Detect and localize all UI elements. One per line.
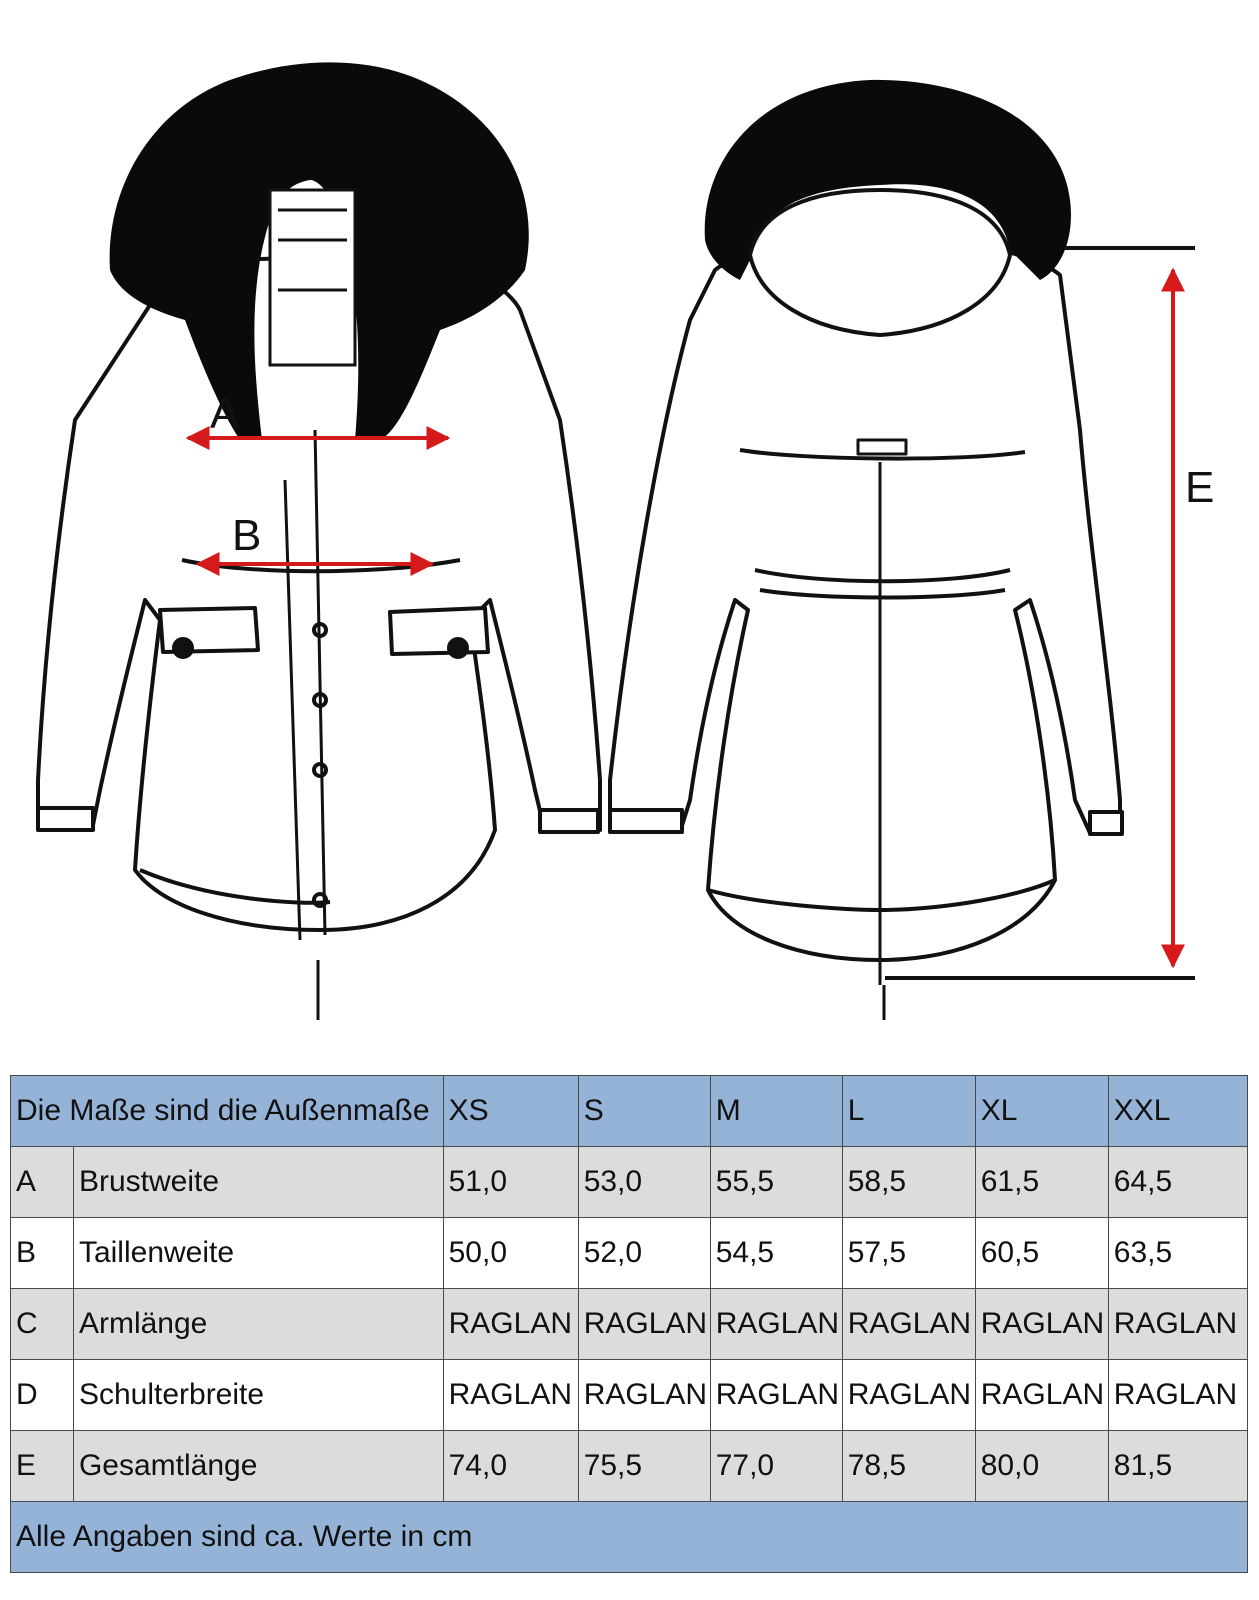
cell-value: 53,0 bbox=[577, 1146, 711, 1218]
cell-value: 55,5 bbox=[709, 1146, 843, 1218]
cell-value: 50,0 bbox=[442, 1217, 579, 1289]
jacket-size-diagram: A B E bbox=[36, 62, 1214, 1020]
cell-value: 74,0 bbox=[442, 1430, 579, 1502]
measure-a: A bbox=[185, 389, 451, 450]
cell-value: 58,5 bbox=[841, 1146, 976, 1218]
cell-value: 54,5 bbox=[709, 1217, 843, 1289]
table-header-title: Die Maße sind die Außenmaße bbox=[10, 1075, 444, 1147]
table-row: D Schulterbreite RAGLAN RAGLAN RAGLAN RA… bbox=[10, 1359, 1249, 1431]
cell-value: RAGLAN bbox=[442, 1288, 579, 1360]
row-code: E bbox=[10, 1430, 74, 1502]
inner-label-icon bbox=[268, 188, 357, 367]
row-name: Taillenweite bbox=[72, 1217, 444, 1289]
measure-e: E bbox=[885, 246, 1214, 980]
size-header: S bbox=[577, 1075, 711, 1147]
fur-collar-icon bbox=[109, 62, 529, 440]
row-name: Gesamtlänge bbox=[72, 1430, 444, 1502]
table-row: B Taillenweite 50,0 52,0 54,5 57,5 60,5 … bbox=[10, 1217, 1249, 1289]
cell-value: 63,5 bbox=[1107, 1217, 1249, 1289]
table-row: A Brustweite 51,0 53,0 55,5 58,5 61,5 64… bbox=[10, 1146, 1249, 1218]
cell-value: RAGLAN bbox=[974, 1359, 1109, 1431]
table-footer-row: Alle Angaben sind ca. Werte in cm bbox=[10, 1501, 1248, 1573]
cell-value: 57,5 bbox=[841, 1217, 976, 1289]
jacket-front-icon bbox=[36, 253, 602, 1020]
cell-value: RAGLAN bbox=[577, 1359, 711, 1431]
cell-value: RAGLAN bbox=[1107, 1288, 1249, 1360]
row-code: C bbox=[10, 1288, 74, 1360]
cell-value: RAGLAN bbox=[709, 1359, 843, 1431]
cell-value: 81,5 bbox=[1107, 1430, 1249, 1502]
size-header: L bbox=[841, 1075, 976, 1147]
size-header: XXL bbox=[1107, 1075, 1249, 1147]
table-row: E Gesamtlänge 74,0 75,5 77,0 78,5 80,0 8… bbox=[10, 1430, 1249, 1502]
row-code: B bbox=[10, 1217, 74, 1289]
cell-value: RAGLAN bbox=[841, 1288, 976, 1360]
row-name: Brustweite bbox=[72, 1146, 444, 1218]
label-e: E bbox=[1185, 463, 1214, 512]
cell-value: 51,0 bbox=[442, 1146, 579, 1218]
table-header-row: Die Maße sind die Außenmaße XS S M L XL … bbox=[10, 1075, 1249, 1147]
cell-value: 75,5 bbox=[577, 1430, 711, 1502]
row-name: Armlänge bbox=[72, 1288, 444, 1360]
size-header: XL bbox=[974, 1075, 1109, 1147]
cell-value: 60,5 bbox=[974, 1217, 1109, 1289]
table-row: C Armlänge RAGLAN RAGLAN RAGLAN RAGLAN R… bbox=[10, 1288, 1249, 1360]
cell-value: 64,5 bbox=[1107, 1146, 1249, 1218]
cell-value: 77,0 bbox=[709, 1430, 843, 1502]
cell-value: RAGLAN bbox=[841, 1359, 976, 1431]
cell-value: 61,5 bbox=[974, 1146, 1109, 1218]
row-code: A bbox=[10, 1146, 74, 1218]
cell-value: RAGLAN bbox=[577, 1288, 711, 1360]
cell-value: 78,5 bbox=[841, 1430, 976, 1502]
cell-value: RAGLAN bbox=[709, 1288, 843, 1360]
size-header: XS bbox=[442, 1075, 579, 1147]
table-footer-note: Alle Angaben sind ca. Werte in cm bbox=[10, 1501, 1248, 1573]
label-a: A bbox=[210, 389, 240, 438]
cell-value: 52,0 bbox=[577, 1217, 711, 1289]
row-name: Schulterbreite bbox=[72, 1359, 444, 1431]
measure-b: B bbox=[195, 511, 435, 576]
size-table: Die Maße sind die Außenmaße XS S M L XL … bbox=[10, 1075, 1249, 1573]
jacket-back-icon bbox=[608, 238, 1124, 1020]
back-fur-hood-icon bbox=[704, 79, 1071, 280]
cell-value: RAGLAN bbox=[974, 1288, 1109, 1360]
cell-value: 80,0 bbox=[974, 1430, 1109, 1502]
row-code: D bbox=[10, 1359, 74, 1431]
label-b: B bbox=[232, 511, 261, 560]
size-header: M bbox=[709, 1075, 843, 1147]
cell-value: RAGLAN bbox=[1107, 1359, 1249, 1431]
cell-value: RAGLAN bbox=[442, 1359, 579, 1431]
